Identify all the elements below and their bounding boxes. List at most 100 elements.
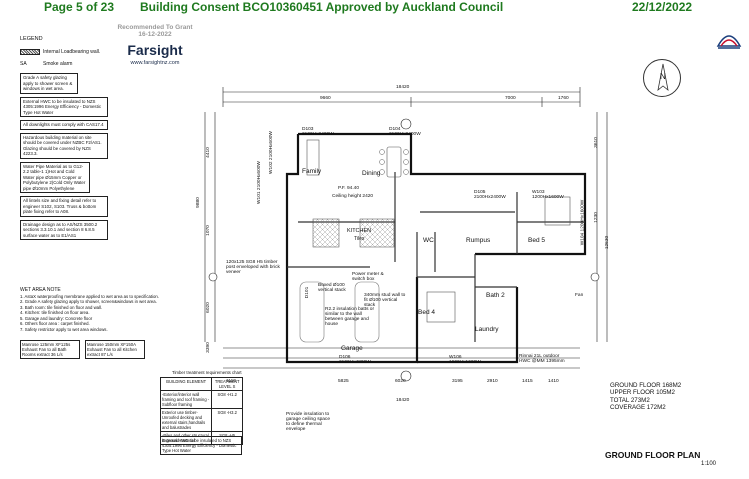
legend-note: Hazardous building material on site shou… xyxy=(20,132,108,159)
table-row: Exterior use timber-Unroofed decking and… xyxy=(159,408,243,432)
legend-row-loadbearing: Internal Loadbearing wall. xyxy=(20,48,108,55)
rinnai-note: Rinnai 21L outdoor HWC @MM 1395mm xyxy=(519,354,565,364)
room-rumpus: Rumpus xyxy=(466,237,491,244)
dim-left: 9880 xyxy=(195,197,201,208)
consent-title: Building Consent BCO10360451 Approved by… xyxy=(140,0,504,14)
legend-panel: LEGEND Internal Loadbearing wall. SA Smo… xyxy=(20,36,108,243)
table-cell: SG8 -H1.2 xyxy=(211,390,243,409)
dim-top: 1760 xyxy=(558,96,569,101)
stamp-url: www.farsightnz.com xyxy=(130,60,180,66)
legend-smoke: Smoke alarm xyxy=(43,61,73,68)
fan-label: Fan xyxy=(575,293,584,298)
dim-left: 1070 xyxy=(205,225,211,236)
legend-note: All lintels size and fixing detail refer… xyxy=(20,196,108,217)
wet-area-item: 6. Others floor area : carpet finished. xyxy=(20,321,90,327)
north-arrow-icon: N xyxy=(643,59,681,97)
stud-note: 340mm stud wall to fit Ø100 vertical sta… xyxy=(364,293,406,308)
summary-upper: UPPER FLOOR 105M2 xyxy=(610,389,675,397)
window-tag: W101 2100Hx600W xyxy=(256,161,262,204)
plan-scale: 1:100 xyxy=(701,461,717,467)
room-kitchen: KITCHEN xyxy=(347,228,372,234)
dim-bottom: 1110 xyxy=(226,379,236,384)
wet-area-item: 5. Garage and laundry: Concrete floor xyxy=(20,315,93,321)
table-cell: -Exterior/interior wall framing and roof… xyxy=(159,390,213,409)
dim-right: 12630 xyxy=(605,235,611,250)
insulation-note: R2.2 insulation batts or similar to the … xyxy=(325,307,375,327)
legend-loadbearing: Internal Loadbearing wall. xyxy=(43,48,101,55)
wet-area-title: WET AREA NOTE xyxy=(20,287,61,293)
table-cell: SG8 -H3.2 xyxy=(211,408,243,432)
dim-bottom: 2910 xyxy=(487,379,498,384)
legend-note: All downlights must comply with CAS17.4 xyxy=(20,120,108,130)
kitchen-fan-note: Manrose 150mm XF150A Exhaust Fan to all … xyxy=(85,340,145,360)
window-tag: W103 1200Hx1600W xyxy=(532,190,564,200)
wet-area-item: 7. Safety restrictor apply to wet area w… xyxy=(20,326,108,332)
plan-title: GROUND FLOOR PLAN xyxy=(605,450,701,460)
loadbearing-swatch xyxy=(20,48,40,55)
legend-title: LEGEND xyxy=(20,36,43,42)
post-note: 120x125 SG8 H5 timber post enveloped wit… xyxy=(226,260,280,275)
window-tag: D101 xyxy=(305,286,311,299)
room-laundry: Laundry xyxy=(475,326,499,333)
dim-bottom: 5825 xyxy=(338,379,349,384)
garage-insulation-note: Provide insulation to garage ceiling spa… xyxy=(286,412,331,432)
wet-area-item: 4. Kitchen: tile finished on floor area. xyxy=(20,310,90,316)
legend-note: External HWC to be insulated to NZS 4305… xyxy=(20,96,108,118)
room-bed5: Bed 5 xyxy=(528,237,545,244)
table-row: -Exterior/interior wall framing and roof… xyxy=(159,390,243,409)
table-cell: SG8 -H5 xyxy=(211,431,243,445)
legend-note: Grade A safety glazing apply to shower s… xyxy=(20,73,78,94)
area-summary: GROUND FLOOR 168M2 UPPER FLOOR 105M2 TOT… xyxy=(610,382,681,412)
summary-ground: GROUND FLOOR 168M2 xyxy=(610,382,682,389)
table-cell: Exterior use timber-Unroofed decking and… xyxy=(159,408,213,432)
room-bed4: Bed 4 xyxy=(418,309,435,316)
approval-banner: Page 5 of 23 Building Consent BCO1036045… xyxy=(0,0,749,15)
window-tag: D106 2100Hx4800W xyxy=(339,355,371,365)
dim-top-total: 18420 xyxy=(396,85,410,90)
legend-note: Drainage design as to AS/NZS 3500.2 sect… xyxy=(20,219,108,241)
dim-left: 4410 xyxy=(205,147,211,158)
meter-note: Power meter & switch box xyxy=(352,272,384,282)
room-wc: WC xyxy=(423,237,434,244)
dim-bottom: 1410 xyxy=(548,379,559,384)
dim-right: 3610 xyxy=(593,137,599,148)
window-tag: W106 1600Hx1600W xyxy=(449,355,481,365)
wet-area-item: 3. Bath room: tile finished on floor and… xyxy=(20,304,103,310)
window-tag: D105 2100Hx2400W xyxy=(474,190,506,200)
dim-top: 9660 xyxy=(320,96,331,101)
bath-fan-note: Manrose 125mm XF125s Exhaust Fan to all … xyxy=(20,340,80,360)
dim-left: 3390 xyxy=(205,342,211,353)
dim-right: 1230 xyxy=(593,212,599,223)
legend-note: Water Pipe Material as to G12-2.2 table-… xyxy=(20,161,90,194)
stamp-line-1: Recommended To Grant xyxy=(117,24,193,31)
ceiling-height: Ceiling height 2420 xyxy=(332,194,374,199)
pf-level: P.F. 94.40 xyxy=(338,186,359,191)
dim-left: 6020 xyxy=(205,302,211,313)
table-cell: -Piles and other structural in ground ma… xyxy=(159,431,213,445)
legend-row-smoke: SA Smoke alarm xyxy=(20,61,108,67)
stamp-brand: Farsight xyxy=(127,42,183,58)
farsight-stamp: Recommended To Grant 16-12-2022 Farsight… xyxy=(110,24,200,94)
dim-bottom: 3195 xyxy=(452,379,463,384)
wet-area-item: 2. Grade A safety glazing apply to showe… xyxy=(20,299,157,305)
timber-caption: Timber treatment requirements chart xyxy=(172,370,242,375)
window-tag: W102 2100Hx600W xyxy=(268,131,274,174)
kitchen-tiles: Tiles xyxy=(354,236,365,242)
north-label: N xyxy=(660,72,666,81)
window-tag: D104 2100Hx2400W xyxy=(389,127,421,137)
timber-table: BUILDING ELEMENT TREATMENT LEVEL S -Exte… xyxy=(159,377,243,445)
page-number: Page 5 of 23 xyxy=(44,0,115,14)
window-tag: W104 1200Hx1600W xyxy=(580,199,586,246)
auckland-council-logo xyxy=(714,24,744,52)
wet-area-note: WET AREA NOTE 1. AstaX waterproofing mem… xyxy=(20,287,160,333)
approval-date: 22/12/2022 xyxy=(632,0,693,14)
dim-bottom: 6020 xyxy=(395,379,406,384)
summary-total: TOTAL 273M2 xyxy=(610,396,650,404)
hwc-note: External HWC to be insulated to NZS 4305… xyxy=(160,436,242,456)
dim-top: 7000 xyxy=(505,96,516,101)
smoke-alarm-icon: SA xyxy=(20,61,27,68)
room-bath2: Bath 2 xyxy=(486,292,505,299)
room-dining: Dining xyxy=(362,170,381,177)
window-tag: D103 2100Hx2400W xyxy=(302,127,334,137)
